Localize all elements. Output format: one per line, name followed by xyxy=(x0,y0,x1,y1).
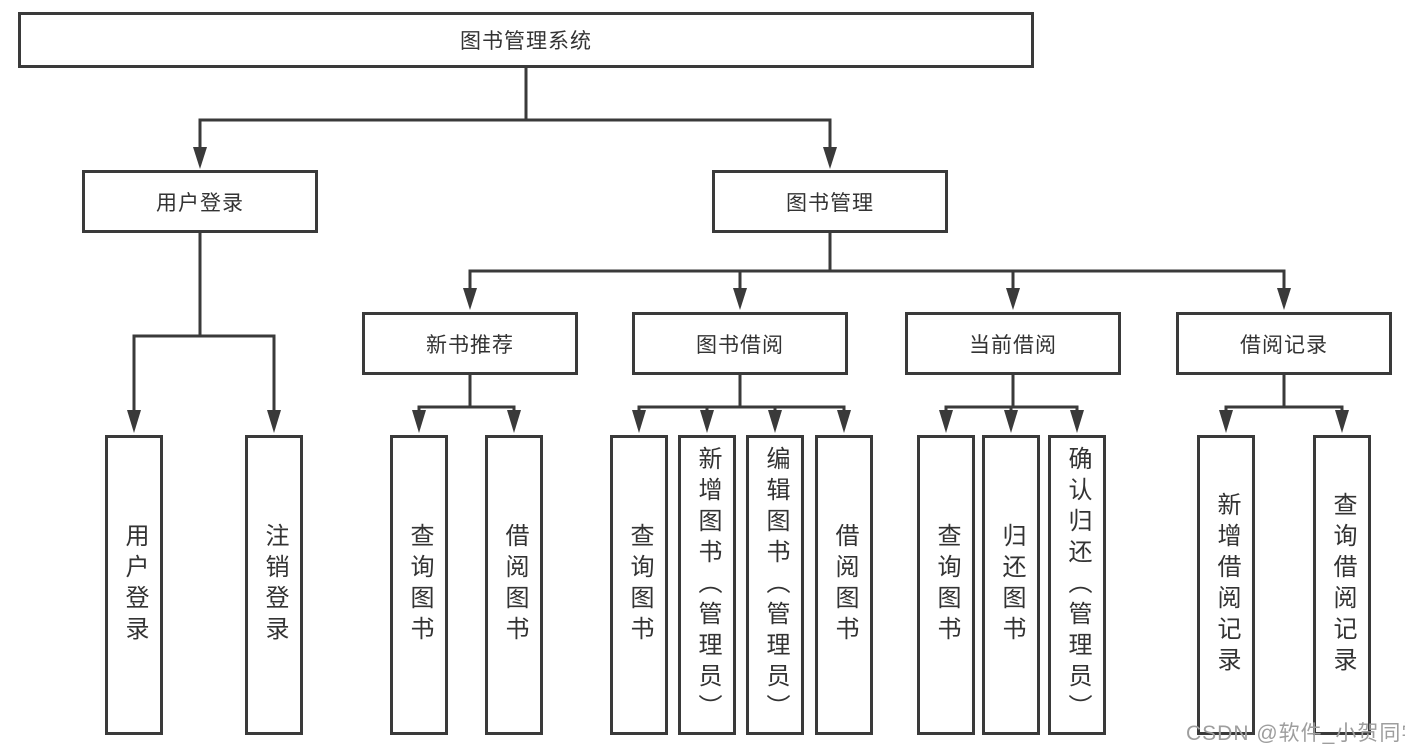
leaf-newbooks-query-books: 查询图书 xyxy=(390,435,448,735)
leaf-label: 新增图书（管理员） xyxy=(694,445,721,725)
leaf-label: 确认归还（管理员） xyxy=(1064,445,1091,725)
node-borrowing-records: 借阅记录 xyxy=(1176,312,1392,375)
leaf-label: 归还图书 xyxy=(998,523,1025,647)
leaf-label: 查询图书 xyxy=(406,523,433,647)
leaf-label: 新增借阅记录 xyxy=(1213,492,1240,678)
leaf-label: 查询借阅记录 xyxy=(1329,492,1356,678)
node-current-borrowing: 当前借阅 xyxy=(905,312,1121,375)
leaf-borrowing-edit-books-admin: 编辑图书（管理员） xyxy=(746,435,804,735)
arrowhead-icons xyxy=(127,147,1349,433)
leaf-label: 查询图书 xyxy=(933,523,960,647)
leaf-newbooks-borrow-books: 借阅图书 xyxy=(485,435,543,735)
leaf-label: 查询图书 xyxy=(626,523,653,647)
node-label: 图书管理系统 xyxy=(460,30,592,53)
leaf-label: 注销登录 xyxy=(261,523,288,647)
node-label: 新书推荐 xyxy=(426,333,514,357)
connector-paths xyxy=(132,68,1344,414)
node-label: 借阅记录 xyxy=(1240,333,1328,357)
leaf-label: 编辑图书（管理员） xyxy=(762,445,789,725)
leaf-borrowing-query-books: 查询图书 xyxy=(610,435,668,735)
node-library-management-system: 图书管理系统 xyxy=(18,12,1034,68)
node-book-management: 图书管理 xyxy=(712,170,948,233)
node-user-login: 用户登录 xyxy=(82,170,318,233)
leaf-label: 借阅图书 xyxy=(831,523,858,647)
leaf-label: 用户登录 xyxy=(121,523,148,647)
node-new-book-recommendation: 新书推荐 xyxy=(362,312,578,375)
leaf-borrowing-borrow-books: 借阅图书 xyxy=(815,435,873,735)
node-label: 用户登录 xyxy=(156,191,244,215)
node-label: 当前借阅 xyxy=(969,333,1057,357)
leaf-current-query-books: 查询图书 xyxy=(917,435,975,735)
leaf-current-return-books: 归还图书 xyxy=(982,435,1040,735)
node-label: 图书管理 xyxy=(786,191,874,215)
leaf-records-query-borrow-record: 查询借阅记录 xyxy=(1313,435,1371,735)
leaf-logout: 注销登录 xyxy=(245,435,303,735)
csdn-watermark: CSDN @软件_小贺同学 xyxy=(1186,722,1405,745)
leaf-records-add-borrow-record: 新增借阅记录 xyxy=(1197,435,1255,735)
node-label: 图书借阅 xyxy=(696,333,784,357)
leaf-user-login: 用户登录 xyxy=(105,435,163,735)
leaf-label: 借阅图书 xyxy=(501,523,528,647)
node-book-borrowing: 图书借阅 xyxy=(632,312,848,375)
leaf-borrowing-add-books-admin: 新增图书（管理员） xyxy=(678,435,736,735)
leaf-current-confirm-return-admin: 确认归还（管理员） xyxy=(1048,435,1106,735)
